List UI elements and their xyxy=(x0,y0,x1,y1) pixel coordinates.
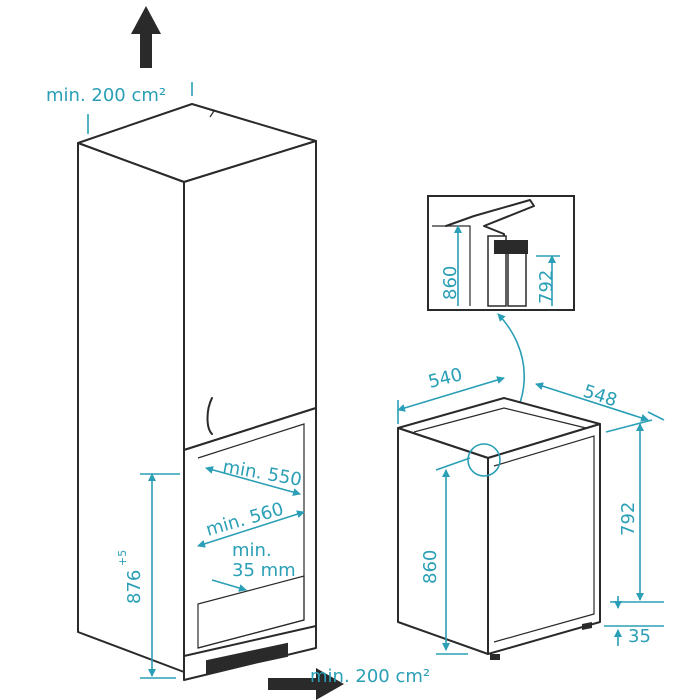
appliance-width-dimension xyxy=(397,376,505,424)
gap-35mm-label: 35 mm xyxy=(232,560,296,581)
vent-grill xyxy=(206,642,288,675)
vent-top-label: min. 200 cm² xyxy=(46,85,166,106)
appliance-height-860-dimension xyxy=(435,457,471,655)
vent-bottom-label: min. 200 cm² xyxy=(310,666,430,687)
gap-min-label: min. xyxy=(232,540,272,561)
appliance-height-860-label: 860 xyxy=(420,550,441,584)
appliance-height-792-label: 792 xyxy=(618,502,639,536)
gap-35mm-dimension xyxy=(211,579,247,592)
niche-height-tolerance: +5 xyxy=(116,550,129,566)
appliance-depth-label: 548 xyxy=(580,381,619,412)
airflow-in-icon xyxy=(268,668,344,700)
niche-height-dimension xyxy=(140,473,180,679)
tall-cabinet xyxy=(77,103,317,681)
detail-792-label: 792 xyxy=(536,270,557,304)
airflow-up-icon xyxy=(131,6,161,68)
appliance-gap-label: 35 xyxy=(628,626,651,647)
vent-top-bracket xyxy=(87,82,193,134)
niche-width-dimension xyxy=(197,510,305,548)
door-handle xyxy=(206,397,213,435)
appliance-width-label: 540 xyxy=(426,364,464,393)
detail-box xyxy=(427,195,575,311)
appliance-depth-dimension xyxy=(535,382,665,422)
niche-height-label: 876 xyxy=(124,570,145,604)
appliance xyxy=(397,397,601,660)
niche-depth-dimension xyxy=(205,466,301,496)
appliance-gap-dimension xyxy=(604,596,664,646)
detail-860-label: 860 xyxy=(440,266,461,300)
